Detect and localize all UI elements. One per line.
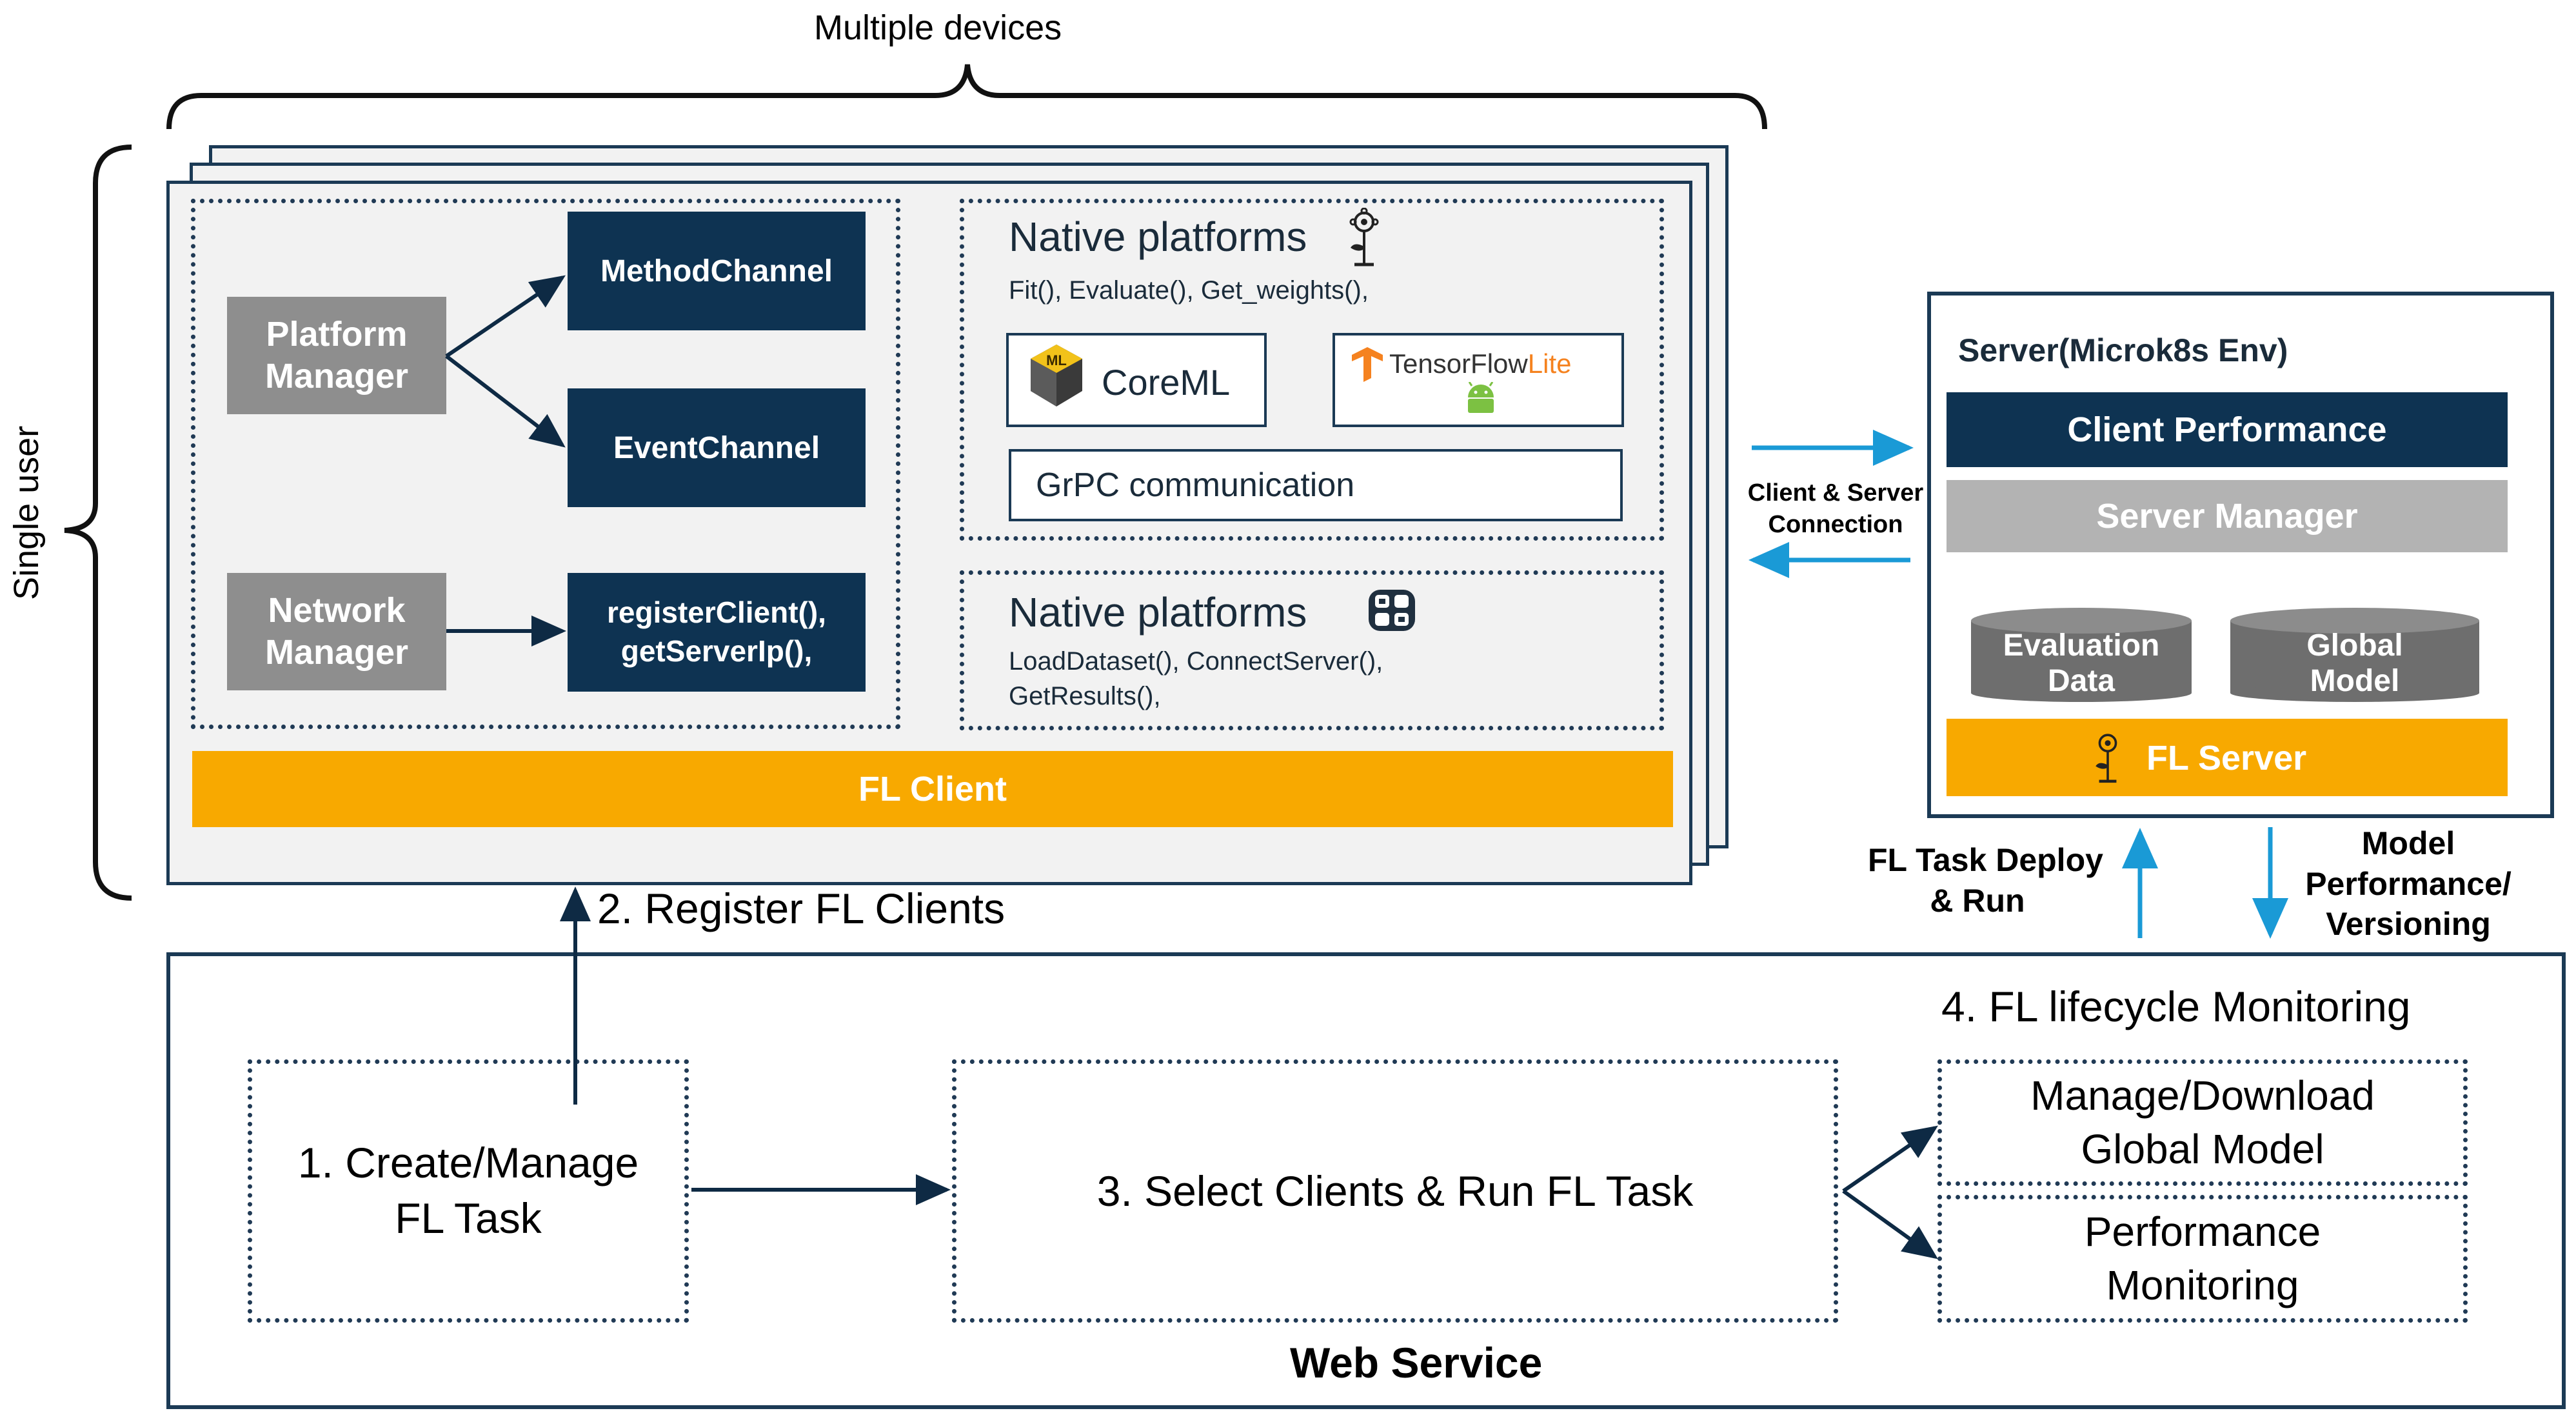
native-flutter-methods: LoadDataset(), ConnectServer(), GetResul…	[1009, 647, 1383, 710]
server-title: Server(Microk8s Env)	[1958, 332, 2288, 368]
evaluation-data-cylinder	[1971, 608, 2192, 702]
method-channel-label: MethodChannel	[600, 254, 833, 288]
global-model-label: Global Model	[2306, 628, 2403, 698]
create-manage-box: 1. Create/Manage FL Task	[248, 1059, 689, 1323]
network-manager-box: Network Manager	[227, 573, 446, 690]
ml-icon: ML	[1031, 345, 1082, 406]
register-client-box: registerClient(), getServerIp(),	[568, 573, 866, 692]
lifecycle-monitoring-label: 4. FL lifecycle Monitoring	[1941, 983, 2411, 1030]
event-channel-box: EventChannel	[568, 388, 866, 507]
web-service-title: Web Service	[1290, 1339, 1543, 1387]
event-channel-label: EventChannel	[613, 430, 820, 465]
tensorflow-lite-label: TensorFlowLite	[1389, 348, 1571, 379]
register-client-label: registerClient(), getServerIp(),	[607, 596, 826, 668]
platform-to-event-arrow	[445, 354, 566, 448]
native-platforms-flutter-title: Native platforms	[1009, 589, 1307, 636]
fl-client-bar: FL Client	[192, 751, 1673, 827]
android-icon	[1468, 382, 1494, 413]
network-manager-label: Network Manager	[264, 591, 409, 672]
performance-monitoring-label: Performance Monitoring	[2084, 1208, 2321, 1308]
fl-server-label: FL Server	[2146, 739, 2307, 777]
grpc-label: GrPC communication	[1036, 466, 1355, 504]
coreml-label: CoreML	[1102, 362, 1231, 403]
create-manage-label: 1. Create/Manage FL Task	[297, 1139, 639, 1242]
register-fl-clients-label: 2. Register FL Clients	[597, 885, 1006, 932]
fl-client-label: FL Client	[858, 770, 1007, 808]
server-manager-label: Server Manager	[2096, 497, 2358, 536]
platform-to-method-arrow	[445, 275, 566, 358]
select-clients-label: 3. Select Clients & Run FL Task	[1096, 1167, 1694, 1215]
tensorflow-text: TensorFlow	[1389, 348, 1528, 379]
multiple-devices-brace	[166, 64, 1767, 130]
native-platforms-ios-group	[960, 199, 1664, 541]
tensorflow-icon	[1352, 347, 1383, 382]
web-service-panel	[166, 952, 2566, 1409]
server-manager-bar: Server Manager	[1947, 480, 2508, 552]
evaluation-data-label: Evaluation Data	[2003, 628, 2160, 698]
platform-manager-label: Platform Manager	[264, 315, 409, 396]
client-managers-group	[191, 199, 900, 729]
fl-task-deploy-label: FL Task Deploy & Run	[1868, 842, 2103, 919]
client-performance-label: Client Performance	[2067, 410, 2387, 449]
native-ios-methods: Fit(), Evaluate(), Get_weights(),	[1009, 276, 1369, 305]
manage-download-box: Manage/Download Global Model	[1937, 1059, 2468, 1186]
native-platforms-flutter-group	[960, 570, 1664, 730]
native-platforms-ios-title: Native platforms	[1009, 214, 1307, 260]
platform-manager-box: Platform Manager	[227, 297, 446, 414]
select-to-manage-arrow	[1842, 1125, 1938, 1193]
multiple-devices-label: Multiple devices	[814, 8, 1062, 47]
client-performance-bar: Client Performance	[1947, 392, 2508, 467]
svg-text:ML: ML	[1046, 352, 1067, 368]
select-clients-box: 3. Select Clients & Run FL Task	[952, 1059, 1838, 1323]
manage-download-label: Manage/Download Global Model	[2030, 1072, 2375, 1172]
single-user-brace	[64, 145, 132, 901]
grpc-box: GrPC communication	[1009, 449, 1623, 521]
model-performance-label: Model Performance/ Versioning	[2305, 825, 2512, 942]
flower-icon	[1349, 208, 1379, 266]
global-model-cylinder	[2230, 608, 2479, 702]
fl-server-bar	[1947, 719, 2508, 796]
method-channel-box: MethodChannel	[568, 212, 866, 330]
performance-monitoring-box: Performance Monitoring	[1937, 1195, 2468, 1323]
connection-label: Client & Server Connection	[1747, 479, 1924, 539]
lite-text: Lite	[1527, 348, 1572, 379]
grid-icon	[1369, 590, 1415, 631]
select-to-performance-arrow	[1842, 1189, 1938, 1259]
fl-server-flower-icon	[2095, 734, 2117, 783]
